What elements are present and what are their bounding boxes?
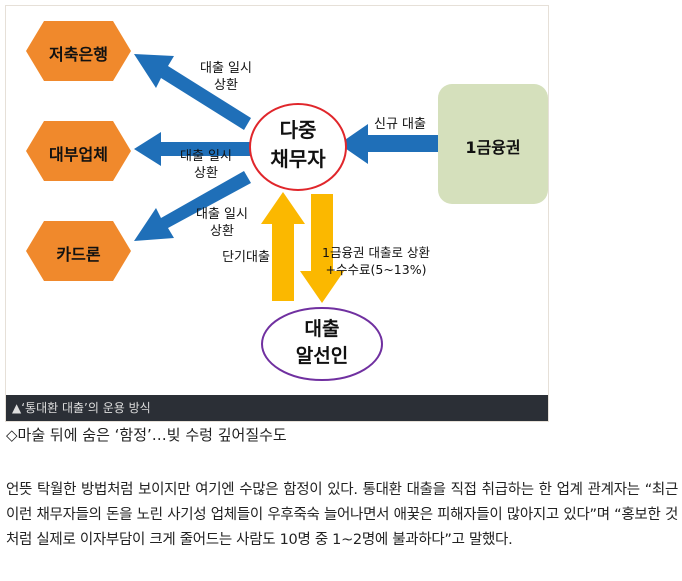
refi-line2: +수수료(5~13%): [325, 262, 427, 277]
repay2-line1: 대출 일시: [180, 149, 232, 164]
node-savings-bank: 저축은행: [49, 45, 108, 64]
arrow-to-savings-bank: [134, 54, 251, 130]
arrow-short-term-loan: [261, 192, 305, 301]
node-card-loan: 카드론: [56, 245, 101, 264]
debtor-circle: [249, 103, 347, 191]
hexagon-card-loan: [26, 221, 131, 281]
article-paragraph: 언뜻 탁월한 방법처럼 보이지만 여기엔 수많은 함정이 있다. 통대환 대출을…: [6, 482, 678, 548]
debtor-line1: 다중: [279, 118, 317, 142]
green-box-first-tier: [438, 84, 548, 204]
broker-ellipse: [261, 307, 383, 381]
arrow-refinance: [300, 194, 344, 303]
broker-line1: 대출: [304, 318, 340, 340]
repay3-line2: 상환: [210, 224, 234, 239]
broker-line2: 알선인: [295, 345, 349, 367]
hexagon-loan-company: [26, 121, 131, 181]
arrow-to-loan-company: [134, 132, 251, 166]
repay3-line1: 대출 일시: [196, 207, 248, 222]
repay1-line1: 대출 일시: [200, 61, 252, 76]
label-refinance: 1금융권 대출로 상환 +수수료(5~13%): [306, 244, 446, 278]
arrow-to-card-loan: [134, 171, 251, 241]
node-first-tier: 1금융권: [465, 138, 521, 157]
diagram-shapes: [26, 21, 548, 381]
section-headline: ◇마술 뒤에 숨은 ‘함정’…빚 수렁 깊어질수도: [6, 426, 287, 444]
hexagon-savings-bank: [26, 21, 131, 81]
repay2-line2: 상환: [194, 166, 218, 181]
label-short-term: 단기대출: [222, 250, 270, 265]
arrow-new-loan: [339, 124, 438, 164]
label-new-loan: 신규 대출: [374, 117, 426, 132]
node-loan-company: 대부업체: [49, 145, 108, 164]
refi-line1: 1금융권 대출로 상환: [322, 245, 430, 260]
repay1-line2: 상환: [214, 78, 238, 93]
debtor-line2: 채무자: [270, 147, 326, 171]
figure-caption: ▲‘통대환 대출’의 운용 방식: [6, 395, 548, 421]
